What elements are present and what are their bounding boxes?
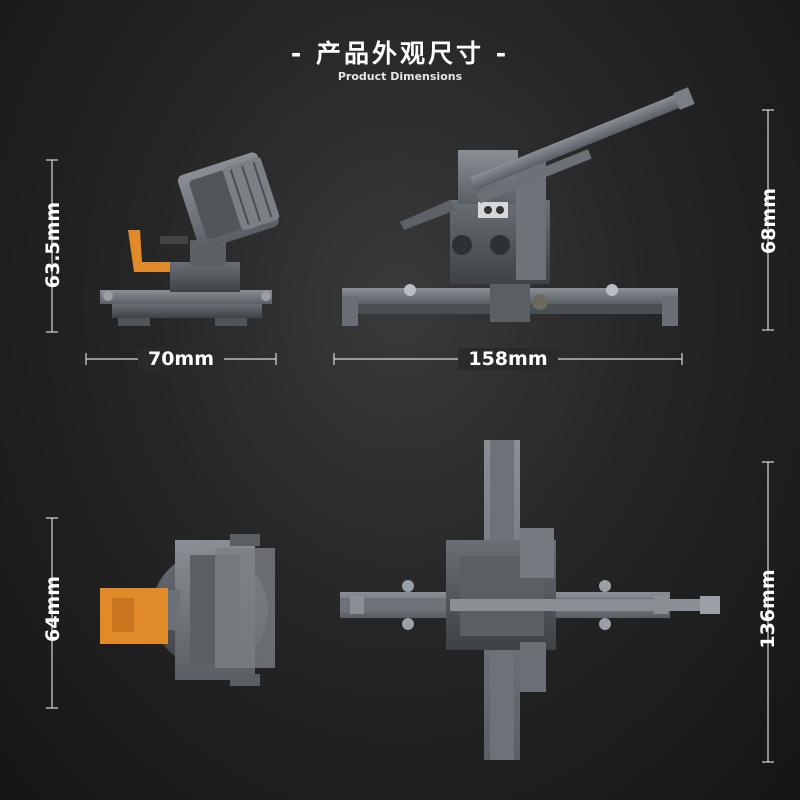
top-side-view-model bbox=[100, 534, 275, 686]
page-subtitle: Product Dimensions bbox=[337, 70, 463, 83]
dimension-lines bbox=[46, 109, 774, 763]
front-width-label: 158mm bbox=[458, 348, 558, 370]
top-view-model bbox=[340, 440, 720, 760]
front-height-label: 68mm bbox=[758, 187, 780, 255]
top-side-height-label: 64mm bbox=[42, 575, 64, 643]
side-view-model bbox=[100, 152, 280, 326]
side-width-label: 70mm bbox=[138, 348, 224, 370]
front-view-model bbox=[342, 87, 695, 326]
page-title: - 产品外观尺寸 - bbox=[290, 39, 510, 68]
top-height-label: 136mm bbox=[757, 569, 779, 649]
side-height-label: 63.5mm bbox=[42, 201, 64, 289]
